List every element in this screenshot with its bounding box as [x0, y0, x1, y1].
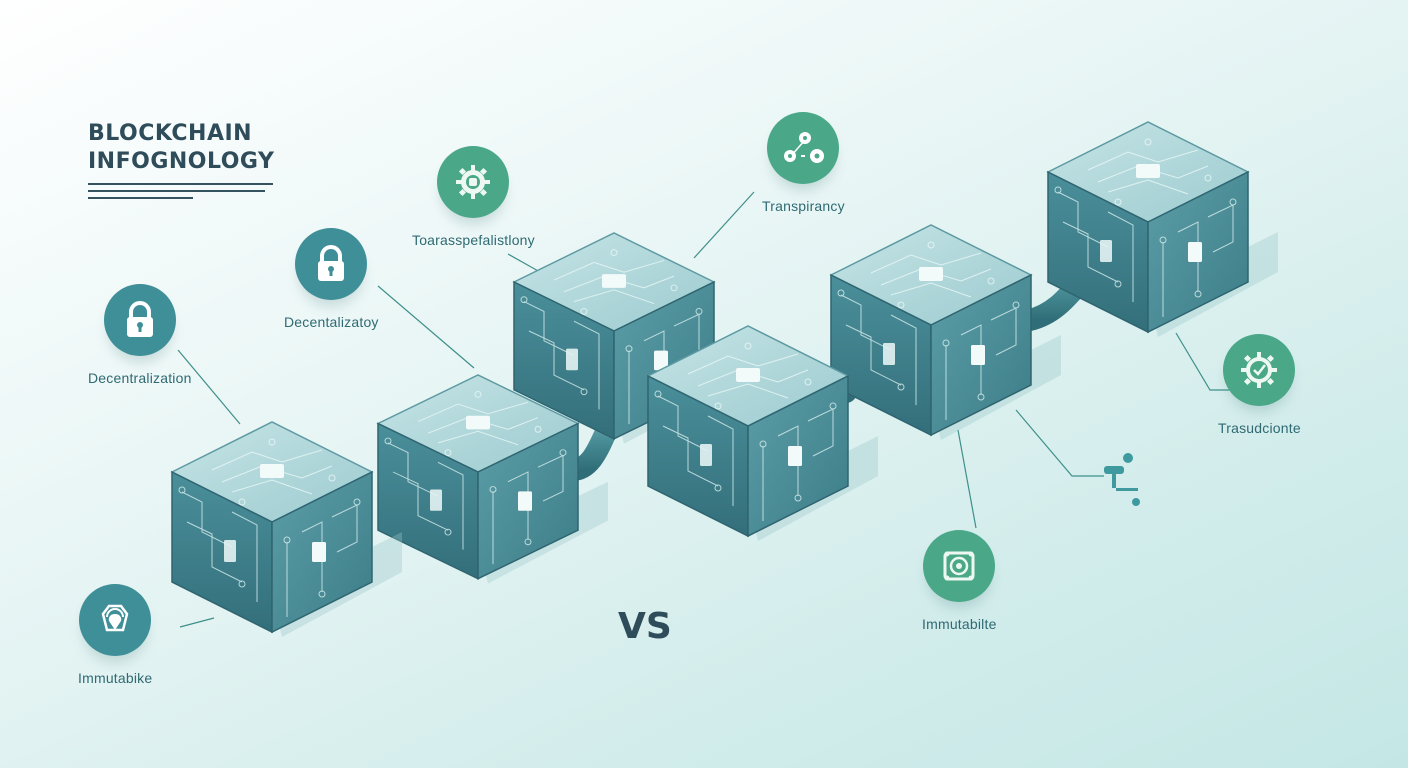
gear-check-icon — [1223, 334, 1296, 406]
feature-label: Transpirancy — [762, 198, 845, 214]
feature-decentalizatoy: Decentalizatoy — [284, 228, 379, 330]
vs-label: VS — [618, 606, 672, 647]
connector-lines — [177, 191, 1240, 628]
gear-icon — [437, 146, 510, 218]
feature-label: Trasudcionte — [1218, 420, 1301, 436]
padlock-icon — [103, 284, 176, 356]
feature-label: Immutabilte — [922, 616, 997, 632]
block-1 — [171, 421, 403, 638]
feature-immutabilte: Immutabilte — [922, 530, 997, 632]
feature-label: Decentralization — [88, 370, 192, 386]
feature-label: Decentalizatoy — [284, 314, 379, 330]
padlock-icon — [295, 228, 368, 300]
vault-icon — [923, 530, 996, 602]
feature-trasudcionte: Trasudcionte — [1218, 334, 1301, 436]
title-line-2: INFOGNOLOGY — [88, 149, 275, 174]
shield-drop-icon — [79, 584, 152, 656]
feature-immutabike: Immutabike — [78, 584, 152, 686]
feature-transparency: Transpirancy — [762, 112, 845, 214]
feature-label: Immutabike — [78, 670, 153, 686]
block-5 — [830, 224, 1062, 441]
feature-decentralization: Decentralization — [88, 284, 192, 386]
small-figure-icon — [1104, 453, 1140, 506]
title-block: BLOCKCHAIN INFOGNOLOGY — [88, 120, 274, 199]
title-line-1: BLOCKCHAIN — [88, 121, 253, 146]
title-rule — [88, 190, 265, 192]
title-rule — [88, 197, 193, 199]
feature-toarasspefalistlony: Toarasspefalistlony — [412, 146, 535, 248]
network-nodes-icon — [767, 112, 840, 184]
feature-label: Toarasspefalistlony — [412, 232, 535, 248]
title-rule — [88, 183, 273, 185]
block-6 — [1047, 121, 1279, 338]
